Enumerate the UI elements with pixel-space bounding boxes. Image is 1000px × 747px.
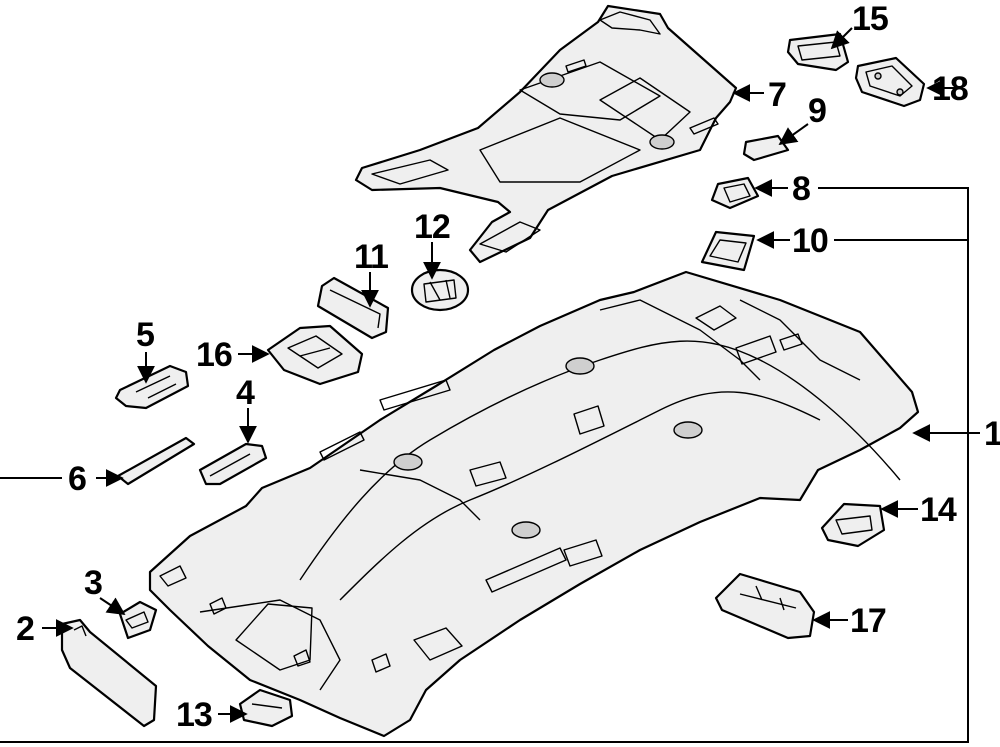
group-bracket-1-8-10 (0, 187, 969, 743)
headliner-insulator-part (354, 4, 738, 264)
cover-8-part (710, 176, 760, 210)
bracket-16-part (266, 324, 364, 386)
sun-visor-2-part (60, 618, 158, 728)
garnish-11-part (316, 276, 390, 340)
callout-15: 15 (852, 0, 888, 38)
callout-6: 6 (68, 460, 86, 498)
callout-13: 13 (176, 696, 212, 734)
emblem-12-part (410, 268, 470, 312)
callout-5: 5 (136, 316, 154, 354)
callout-10: 10 (792, 222, 828, 260)
trim-strip-6-part (116, 436, 196, 486)
callout-9: 9 (808, 92, 826, 130)
callout-12: 12 (414, 208, 450, 246)
console-17-part (714, 572, 816, 640)
callout-14: 14 (920, 491, 957, 529)
callout-4: 4 (236, 374, 255, 412)
harness-5-part (114, 364, 190, 410)
clip-9-part (742, 134, 790, 162)
leader-9 (778, 123, 809, 146)
map-lamp-14-part (820, 502, 886, 548)
hook-13-part (238, 688, 294, 728)
callout-17: 17 (850, 602, 886, 640)
seal-10-part (700, 230, 756, 272)
lamp-bracket-part (854, 56, 926, 108)
callout-3: 3 (84, 564, 102, 602)
callout-11: 11 (354, 238, 388, 276)
leader-15 (830, 27, 853, 50)
rear-reading-lamp-part (786, 32, 850, 72)
callout-16: 16 (196, 336, 232, 374)
visor-holder-3-part (118, 600, 158, 640)
headliner-panel-part (148, 270, 920, 738)
callout-1: 1 (984, 415, 1000, 453)
callout-7: 7 (768, 76, 786, 114)
callout-8: 8 (792, 170, 810, 208)
leader-3 (99, 597, 126, 615)
callout-2: 2 (16, 610, 34, 648)
callout-18: 18 (932, 70, 968, 108)
assist-grip-4-part (198, 442, 268, 486)
